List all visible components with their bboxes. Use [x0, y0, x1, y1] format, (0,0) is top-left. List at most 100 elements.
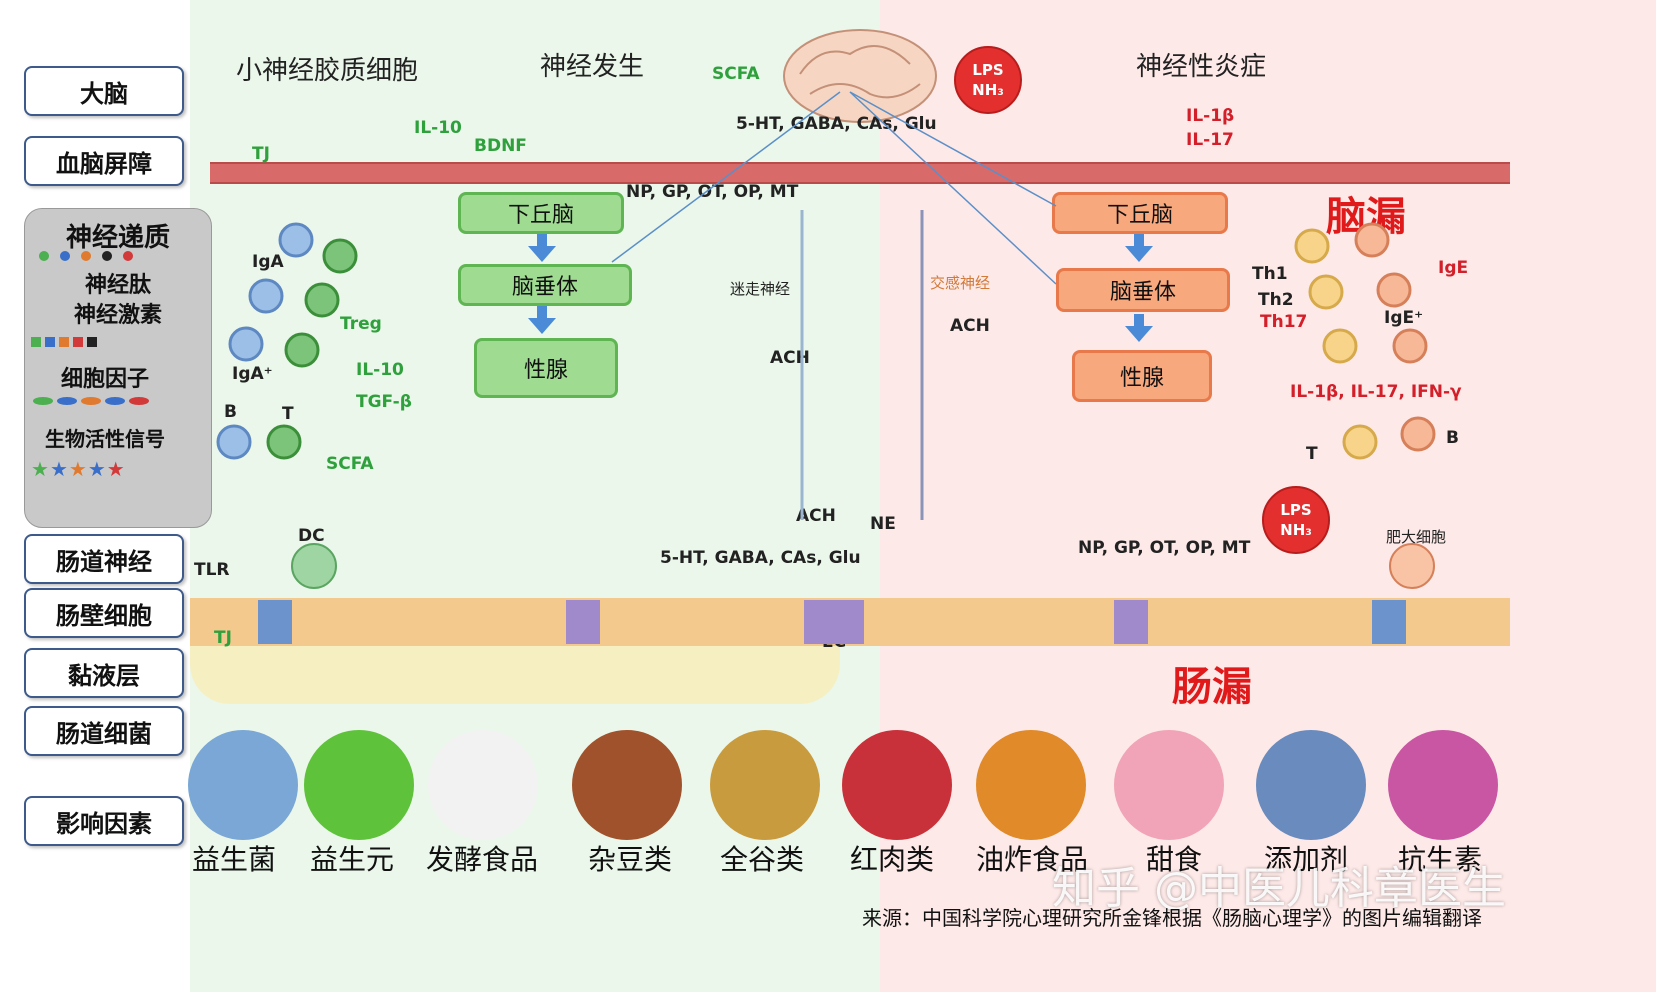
nerves	[611, 91, 1057, 520]
label-blood-brain-barrier: 血脑屏障	[24, 136, 184, 186]
lps-bottom-text1: LPS	[1280, 501, 1312, 519]
lps-badge-top: LPS NH₃	[954, 46, 1022, 114]
il17-top-label: IL-17	[1186, 130, 1234, 150]
tj-top-label: TJ	[252, 144, 270, 164]
left-gonad-box: 性腺	[474, 338, 618, 398]
dc-label: DC	[298, 526, 325, 546]
right-arrow-2	[1134, 314, 1144, 328]
title-neuroinflammation: 神经性炎症	[1136, 52, 1267, 82]
lps-bottom-text2: NH₃	[1280, 521, 1312, 539]
right-arrow-1	[1134, 234, 1144, 248]
iga-label: IgA	[252, 252, 284, 272]
ach-label-1: ACH	[770, 348, 810, 368]
legend-dots-neurotransmitters	[39, 251, 133, 261]
neurotransmitters-bottom-label: 5-HT, GABA, CAs, Glu	[660, 548, 861, 568]
legend-neurotransmitters: 神经递质	[65, 223, 170, 253]
immune-cells-right	[1294, 222, 1436, 589]
right-pituitary-box: 脑垂体	[1056, 268, 1230, 312]
label-enteric-nerve: 肠道神经	[24, 534, 184, 584]
left-arrow-2-head	[528, 318, 556, 334]
legend-bioactive: 生物活性信号	[45, 427, 165, 451]
legend: 神经递质 神经肽 神经激素 细胞因子 生物活性信号 ★★★★★	[24, 208, 212, 528]
food-label-additives: 添加剂	[1264, 843, 1349, 876]
left-arrow-1-head	[528, 246, 556, 262]
left-hypothalamus-box: 下丘脑	[458, 192, 624, 234]
scfa-mid-label: SCFA	[326, 454, 374, 474]
food-label-fried: 油炸食品	[976, 843, 1089, 876]
treg-label: Treg	[340, 314, 382, 334]
cytokines-right-label: IL-1β, IL-17, IFN-γ	[1290, 382, 1462, 402]
gut-leak-label: 肠漏	[1172, 664, 1252, 710]
food-sweets-image	[1114, 730, 1224, 840]
neurotransmitters-top-label: 5-HT, GABA, CAs, Glu	[736, 114, 937, 134]
th1-label: Th1	[1252, 264, 1288, 284]
b-cell-left-label: B	[224, 402, 237, 422]
food-grains-image	[710, 730, 820, 840]
lps-top-text2: NH₃	[972, 81, 1004, 99]
ach-label-2: ACH	[796, 506, 836, 526]
th2-label: Th2	[1258, 290, 1294, 310]
watermark: 知乎 @中医儿科章医生	[1052, 863, 1506, 914]
il10-label: IL-10	[356, 360, 404, 380]
source-caption: 来源：中国科学院心理研究所金锋根据《肠脑心理学》的图片编辑翻译	[862, 906, 1482, 930]
b-cell-right-label: B	[1446, 428, 1459, 448]
label-influence-factors: 影响因素	[24, 796, 184, 846]
neuropeptides-top-label: NP, GP, OT, OP, MT	[626, 182, 799, 202]
tlr-label: TLR	[194, 560, 230, 580]
legend-ovals	[33, 397, 149, 405]
left-arrow-2	[537, 306, 547, 320]
legend-cytokines: 细胞因子	[60, 367, 149, 392]
iga-plus-label: IgA⁺	[232, 364, 273, 384]
right-gonad-box: 性腺	[1072, 350, 1212, 402]
ige-label: IgE	[1438, 258, 1469, 278]
title-microglia: 小神经胶质细胞	[236, 56, 419, 86]
food-label-fermented: 发酵食品	[426, 843, 539, 876]
tgfb-label: TGF-β	[356, 392, 412, 412]
il10-top-label: IL-10	[414, 118, 462, 138]
ne-label: NE	[870, 514, 896, 534]
tj-bottom-label: TJ	[214, 628, 232, 648]
food-label-sweets: 甜食	[1146, 843, 1203, 876]
food-label-beans: 杂豆类	[588, 843, 673, 876]
legend-neuropeptides: 神经肽	[84, 273, 151, 298]
food-label-probiotics: 益生菌	[192, 843, 277, 876]
right-arrow-1-head	[1125, 246, 1153, 262]
immune-cells-left	[216, 222, 358, 589]
brain-icon	[783, 29, 937, 123]
title-neurogenesis: 神经发生	[540, 52, 645, 82]
t-cell-left-label: T	[282, 404, 294, 424]
food-beans-image	[572, 730, 682, 840]
label-gut-bacteria: 肠道细菌	[24, 706, 184, 756]
lps-top-text1: LPS	[972, 61, 1004, 79]
food-probiotics-image	[188, 730, 298, 840]
lps-badge-bottom: LPS NH₃	[1262, 486, 1330, 554]
label-mucus-layer: 黏液层	[24, 648, 184, 698]
left-pituitary-box: 脑垂体	[458, 264, 632, 306]
food-prebiotics-image	[304, 730, 414, 840]
food-antibiotics-image	[1388, 730, 1498, 840]
food-label-grains: 全谷类	[720, 843, 805, 876]
food-fried-image	[976, 730, 1086, 840]
vagus-nerve-label: 迷走神经	[730, 280, 791, 298]
food-label-prebiotics: 益生元	[310, 843, 395, 876]
food-fermented-image	[428, 730, 538, 840]
food-red-meat-image	[842, 730, 952, 840]
gut-wall-cells	[258, 600, 1406, 644]
blood-brain-barrier	[210, 162, 1510, 184]
legend-neurohormones: 神经激素	[73, 303, 162, 328]
food-label-antibiotics: 抗生素	[1398, 843, 1483, 876]
mast-cell-label: 肥大细胞	[1386, 528, 1447, 546]
ige-plus-label: IgE⁺	[1384, 308, 1424, 328]
th17-label: Th17	[1260, 312, 1308, 332]
bdnf-label: BDNF	[474, 136, 527, 156]
right-arrow-2-head	[1125, 326, 1153, 342]
sympathetic-nerve-label: 交感神经	[930, 274, 991, 292]
left-arrow-1	[537, 234, 547, 248]
ach-label-3: ACH	[950, 316, 990, 336]
mucus-layer	[190, 646, 840, 704]
food-label-red-meat: 红肉类	[850, 843, 935, 876]
t-cell-right-label: T	[1306, 444, 1318, 464]
neuropeptides-bottom-label: NP, GP, OT, OP, MT	[1078, 538, 1251, 558]
